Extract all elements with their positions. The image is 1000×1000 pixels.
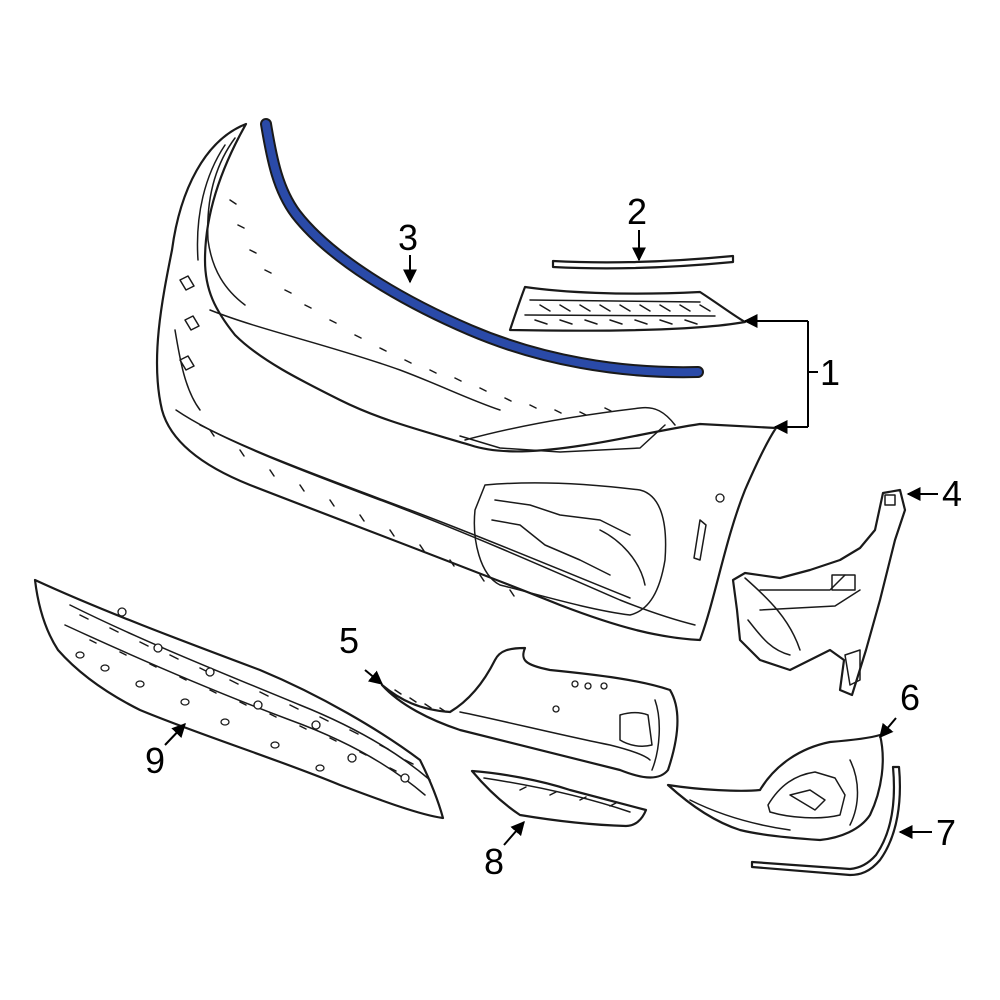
leader-8 (503, 820, 525, 846)
lower-shield[interactable] (33, 578, 445, 820)
upper-grille-insert[interactable] (508, 285, 747, 332)
callout-9: 9 (145, 740, 165, 781)
upper-molding-highlighted[interactable] (260, 118, 704, 379)
callout-6: 6 (900, 677, 920, 718)
side-bracket[interactable] (731, 488, 907, 697)
leader-9 (164, 722, 186, 746)
callout-3: 3 (398, 217, 418, 258)
fog-lamp-cover[interactable] (470, 769, 648, 828)
callout-8: 8 (484, 841, 504, 882)
callout-1: 1 (820, 352, 840, 393)
callout-labels: 1 2 3 4 5 6 7 8 9 (145, 191, 962, 882)
bumper-cover[interactable] (155, 122, 778, 642)
fog-lamp-bezel[interactable] (666, 733, 884, 842)
leader-lines (164, 230, 938, 846)
lower-fascia[interactable] (380, 646, 679, 779)
leader-6 (879, 717, 897, 739)
bezel-trim-strip[interactable] (750, 765, 902, 877)
leader-5 (364, 669, 384, 685)
callout-4: 4 (942, 473, 962, 514)
callout-5: 5 (339, 620, 359, 661)
callout-7: 7 (936, 812, 956, 853)
callout-2: 2 (627, 191, 647, 232)
trim-strip[interactable] (551, 254, 735, 270)
